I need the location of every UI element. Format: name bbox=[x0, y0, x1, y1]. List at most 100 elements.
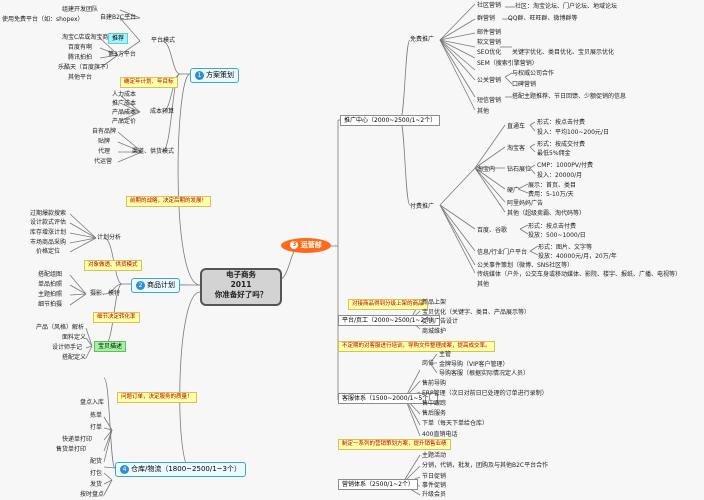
leaf[interactable]: 其他 bbox=[477, 281, 490, 288]
node-platform-mode[interactable]: 平台模式 bbox=[151, 37, 176, 44]
node-platform[interactable]: 平台/页工（2000~2500/1~2个） bbox=[338, 315, 441, 326]
leaf[interactable]: 人力成本 bbox=[112, 91, 137, 98]
node-photo[interactable]: 摄影、模特 bbox=[90, 290, 121, 297]
leaf[interactable]: 商城维护 bbox=[422, 328, 447, 335]
leaf[interactable]: 钻石展位 bbox=[507, 166, 532, 173]
leaf[interactable]: 费用：5-10万/天 bbox=[528, 191, 574, 198]
leaf[interactable]: 形式：图片、文字等 bbox=[538, 244, 593, 251]
leaf[interactable]: 单品拍照 bbox=[38, 281, 63, 288]
leaf[interactable]: 导购客服（根据实际情况定人员） bbox=[439, 370, 530, 377]
leaf[interactable]: 岗位 bbox=[422, 360, 435, 367]
leaf[interactable]: 400直销电话 bbox=[422, 431, 458, 438]
leaf[interactable]: 售前导购 bbox=[422, 380, 447, 387]
leaf[interactable]: 公关营销 bbox=[477, 77, 502, 84]
leaf[interactable]: 盘点入库 bbox=[80, 399, 105, 406]
leaf[interactable]: ERP管理（次日对前日已处理的订单进行录制） bbox=[422, 390, 548, 397]
leaf[interactable]: 乐酷天（百度旗下） bbox=[58, 64, 113, 71]
leaf[interactable]: 设计师手记 bbox=[52, 344, 83, 351]
leaf[interactable]: 社区营销 bbox=[477, 2, 502, 9]
leaf[interactable]: 促销广告设计 bbox=[422, 318, 459, 325]
leaf[interactable]: 投放：40000元/月，20万/年 bbox=[538, 253, 617, 260]
node-promotion[interactable]: 推广中心（2000~2500/1~2个） bbox=[340, 115, 441, 126]
leaf[interactable]: 投入：20000/月 bbox=[537, 172, 583, 179]
leaf[interactable]: 与权威公司合作 bbox=[512, 70, 555, 77]
leaf[interactable]: 短信营销 bbox=[477, 97, 502, 104]
topic-ops[interactable]: 3 运营部 bbox=[281, 238, 331, 253]
leaf[interactable]: 形式：按点击付费 bbox=[537, 119, 586, 126]
leaf[interactable]: 升级会员 bbox=[422, 491, 447, 498]
leaf[interactable]: 投入：平均100~200元/日 bbox=[537, 129, 609, 136]
leaf[interactable]: 百度、谷歌 bbox=[477, 227, 508, 234]
leaf[interactable]: 口碑营销 bbox=[512, 81, 537, 88]
leaf[interactable]: 其他平台 bbox=[68, 74, 93, 81]
leaf[interactable]: 搭配主题推荐、节日回馈、少额促销的信息 bbox=[512, 93, 627, 100]
leaf[interactable]: 拣单 bbox=[90, 412, 103, 419]
node-budget[interactable]: 成本预算 bbox=[150, 108, 175, 115]
leaf[interactable]: 快递单打印 bbox=[62, 436, 93, 443]
leaf[interactable]: 金牌导购（VIP客户管理） bbox=[439, 361, 509, 368]
leaf[interactable]: 按时盘点 bbox=[80, 491, 105, 498]
leaf[interactable]: 群营销 bbox=[477, 15, 496, 22]
leaf[interactable]: 传统媒体（户外，公交车身或移动媒体、影院、楼宇、报纸、广播、电视等） bbox=[477, 271, 682, 278]
leaf[interactable]: 阿里妈妈广告 bbox=[507, 200, 544, 207]
node-cs[interactable]: 客服体系（1500~2000/1~5个） bbox=[338, 393, 439, 404]
leaf[interactable]: SEO优化 bbox=[477, 49, 502, 56]
leaf[interactable]: 产品（风格）解析 bbox=[36, 324, 85, 331]
leaf[interactable]: 淘宝C店或淘宝商城 bbox=[62, 34, 115, 41]
leaf[interactable]: 搭配定义 bbox=[62, 354, 87, 361]
leaf[interactable]: 售中跟踪 bbox=[422, 400, 447, 407]
leaf[interactable]: 面料定义 bbox=[62, 334, 87, 341]
leaf[interactable]: 代运营 bbox=[94, 158, 113, 165]
leaf[interactable]: 库存增涨计划 bbox=[30, 229, 67, 236]
node-b2c[interactable]: 自建B2C平台 bbox=[100, 14, 137, 21]
central-topic[interactable]: 电子商务 2011 你准备好了吗？ bbox=[200, 268, 282, 306]
leaf[interactable]: 过期爆款搜索 bbox=[30, 210, 67, 217]
leaf[interactable]: 设计款式评估 bbox=[30, 219, 67, 226]
leaf[interactable]: 最低5%佣金 bbox=[537, 150, 571, 157]
leaf[interactable]: 关键字优化、类目优化、宝贝展示优化 bbox=[512, 49, 615, 56]
leaf[interactable]: 公关事件策划（微博、SNS社区等） bbox=[477, 262, 574, 269]
leaf[interactable]: 邮件营销 bbox=[477, 29, 502, 36]
leaf[interactable]: 主题活动 bbox=[422, 452, 447, 459]
leaf[interactable]: 主管 bbox=[439, 351, 452, 358]
leaf[interactable]: 分销，代销，批发，团购及与其他B2C平台合作 bbox=[422, 462, 549, 469]
leaf[interactable]: 细节拍摄 bbox=[38, 301, 63, 308]
leaf[interactable]: 形式：按成交付费 bbox=[537, 141, 586, 148]
leaf[interactable]: 淘宝客 bbox=[507, 145, 526, 152]
leaf[interactable]: 产品成本 bbox=[112, 109, 137, 116]
node-desc[interactable]: 宝贝描述 bbox=[94, 341, 127, 352]
leaf[interactable]: 打单 bbox=[90, 424, 103, 431]
leaf[interactable]: 百度有啊 bbox=[68, 44, 93, 51]
leaf[interactable]: 节日促销 bbox=[422, 473, 447, 480]
leaf[interactable]: QQ群、旺旺群、微博群等 bbox=[508, 15, 578, 22]
leaf[interactable]: 新品上架 bbox=[422, 299, 447, 306]
leaf[interactable]: 组建开发团队 bbox=[62, 6, 99, 13]
leaf[interactable]: 投放：500~1000/日 bbox=[528, 232, 586, 239]
node-sales[interactable]: 营销体系（2500/1~2个） bbox=[338, 479, 418, 490]
leaf[interactable]: 搭配组图 bbox=[38, 271, 63, 278]
leaf[interactable]: 软文营销 bbox=[477, 39, 502, 46]
node-free[interactable]: 免费推广 bbox=[410, 36, 435, 43]
leaf[interactable]: 发货 bbox=[90, 481, 103, 488]
node-channel-mode[interactable]: 渠道、供货模式 bbox=[132, 148, 175, 155]
leaf[interactable]: 代理 bbox=[98, 148, 111, 155]
leaf[interactable]: 形式：按点击付费 bbox=[528, 223, 577, 230]
leaf[interactable]: 贴牌 bbox=[98, 138, 111, 145]
leaf[interactable]: 打包 bbox=[90, 470, 103, 477]
leaf[interactable]: 产品定价 bbox=[112, 118, 137, 125]
leaf[interactable]: 市场商品采购 bbox=[30, 239, 67, 246]
leaf[interactable]: 使用免费平台（如：shopex） bbox=[2, 16, 84, 23]
leaf[interactable]: 价格定位 bbox=[36, 248, 61, 255]
leaf[interactable]: 主题拍照 bbox=[38, 291, 63, 298]
leaf[interactable]: SEM（搜索引擎营销） bbox=[477, 60, 538, 67]
leaf[interactable]: 宝贝优化（关键字、类目、产品展示等） bbox=[422, 309, 531, 316]
leaf[interactable]: 售后服务 bbox=[422, 410, 447, 417]
leaf[interactable]: CMP：1000PV/付费 bbox=[537, 162, 593, 169]
leaf[interactable]: 其他（超级卖霸、淘代码等） bbox=[507, 210, 586, 217]
leaf[interactable]: 硬广 bbox=[507, 187, 520, 194]
leaf[interactable]: 信息/行业门户平台 bbox=[477, 249, 528, 256]
leaf[interactable]: 推广成本 bbox=[112, 100, 137, 107]
